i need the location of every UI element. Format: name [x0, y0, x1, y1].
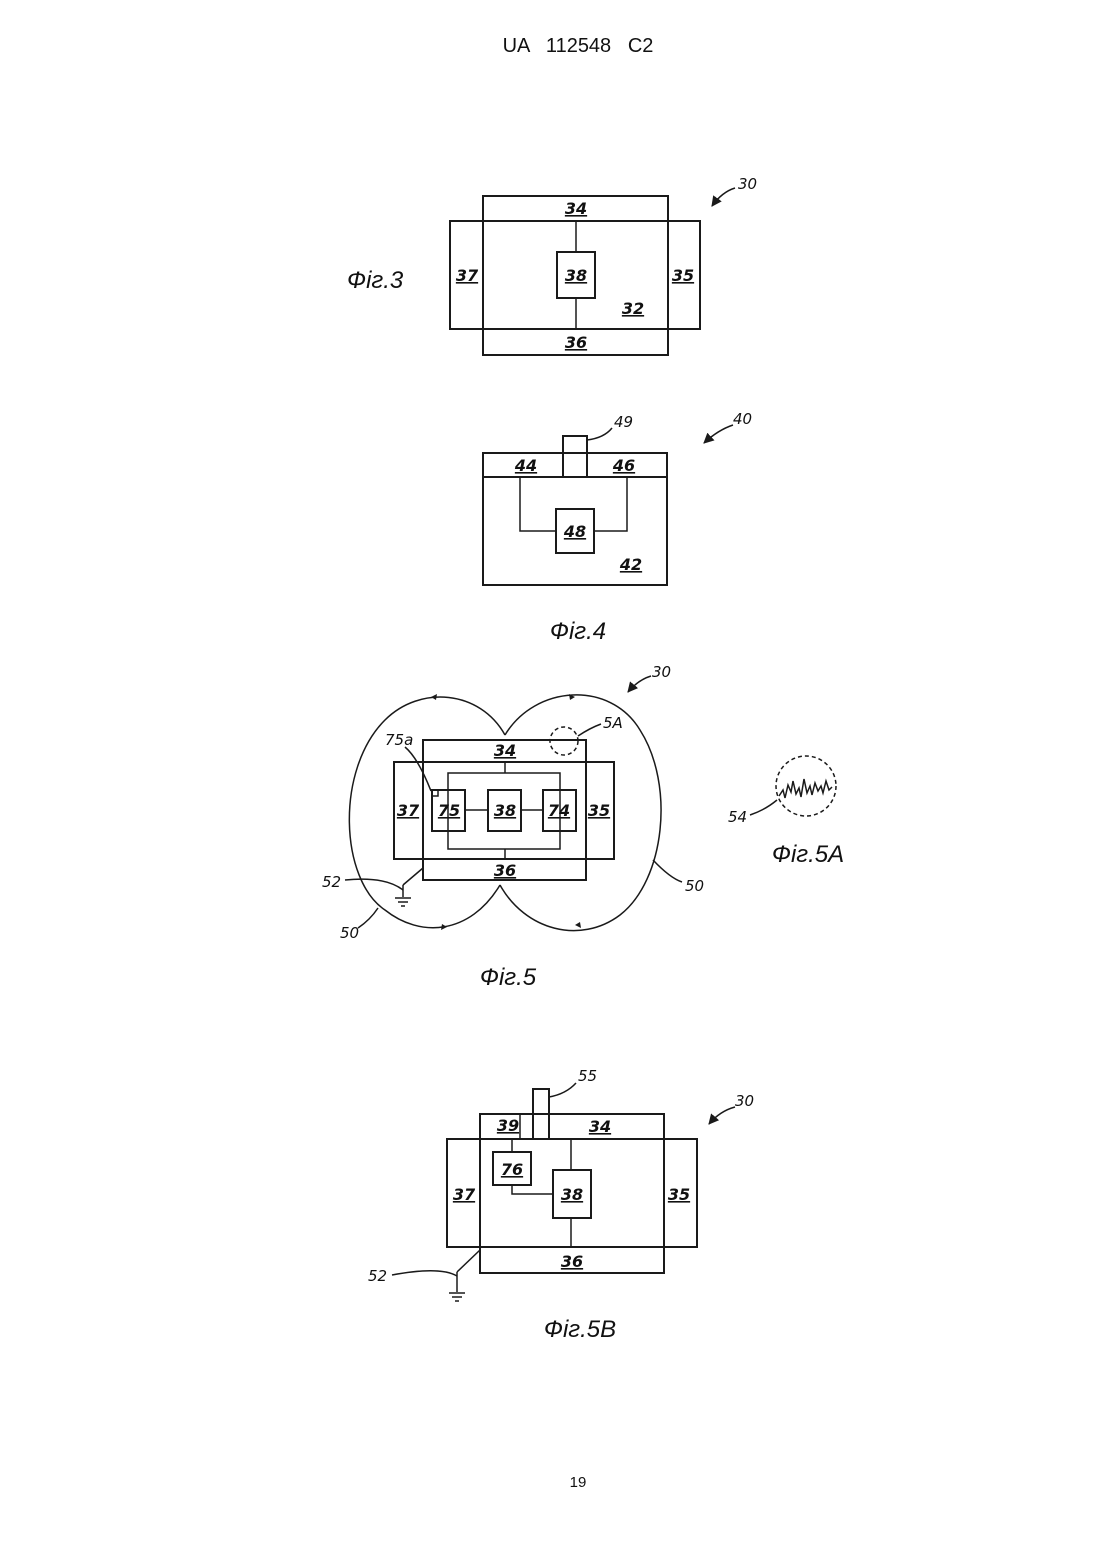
- fig5-caption: Фіг.5: [480, 964, 537, 991]
- fig5-ref-37: 37: [397, 801, 420, 820]
- fig4-ref-40: 40: [733, 410, 752, 428]
- page-number: 19: [570, 1474, 587, 1491]
- fig5b-ref-39: 39: [497, 1116, 519, 1135]
- fig3-ref-30: 30: [738, 175, 757, 193]
- fig3-ref-32: 32: [622, 299, 644, 318]
- fig5b-ref-55: 55: [578, 1067, 597, 1085]
- figure-5: 34 37 75 38 74 35 36 75a 5A 30 52 50 50 …: [322, 663, 704, 991]
- fig4-ref-46: 46: [612, 456, 635, 475]
- fig5a-ref-54: 54: [728, 808, 747, 826]
- publication-number: UA 112548 C2: [503, 35, 654, 57]
- fig3-ref-35: 35: [672, 266, 694, 285]
- fig4-ref-49: 49: [614, 413, 633, 431]
- fig3-ref-34: 34: [565, 199, 587, 218]
- fig5b-ref-34: 34: [589, 1117, 611, 1136]
- fig5-ref-38: 38: [494, 801, 516, 820]
- fig5b-ref-38: 38: [561, 1185, 583, 1204]
- fig5b-ref-36: 36: [561, 1252, 583, 1271]
- fig5b-ref-37: 37: [453, 1185, 476, 1204]
- fig5-ref-34: 34: [494, 741, 516, 760]
- figure-3: 34 38 37 35 32 36 30 Фіг.3: [347, 175, 757, 355]
- fig5-field-line-left: [349, 697, 505, 928]
- fig3-caption: Фіг.3: [347, 267, 404, 294]
- fig3-ref-37: 37: [456, 266, 479, 285]
- fig5-ref-30: 30: [652, 663, 671, 681]
- figure-4: 44 46 48 42 49 40 Фіг.4: [483, 410, 752, 645]
- fig5b-ref-35: 35: [668, 1185, 690, 1204]
- fig5a-noise-signal: [779, 779, 832, 798]
- fig5-ref-36: 36: [494, 861, 516, 880]
- fig4-ref-48: 48: [563, 522, 586, 541]
- fig5-ref-74: 74: [548, 801, 570, 820]
- fig5-field-line-right: [500, 695, 661, 931]
- fig5b-ref-52: 52: [368, 1267, 387, 1285]
- fig5-ref-50-right: 50: [685, 877, 704, 895]
- fig4-caption: Фіг.4: [550, 618, 606, 645]
- fig5a-caption: Фіг.5A: [772, 841, 844, 868]
- fig5-ref-35: 35: [588, 801, 610, 820]
- fig5b-ref-30: 30: [735, 1092, 754, 1110]
- fig5b-ref-76: 76: [501, 1160, 523, 1179]
- fig3-ref-38: 38: [565, 266, 587, 285]
- fig5b-caption: Фіг.5B: [544, 1316, 616, 1343]
- fig5-ref-50-left: 50: [340, 924, 359, 942]
- fig4-ref-42: 42: [619, 555, 642, 574]
- figure-5b: 39 34 76 37 38 35 36 55 30 52 Фіг.5B: [368, 1067, 754, 1343]
- fig5-ref-52: 52: [322, 873, 341, 891]
- fig3-ref-36: 36: [565, 333, 587, 352]
- fig4-connector: [563, 436, 587, 477]
- fig5-ref-75a: 75a: [385, 731, 413, 749]
- fig5-ref-5a: 5A: [603, 714, 623, 732]
- fig5-ref-75: 75: [438, 801, 460, 820]
- figure-5a: 54 Фіг.5A: [728, 756, 844, 868]
- fig4-ref-44: 44: [514, 456, 537, 475]
